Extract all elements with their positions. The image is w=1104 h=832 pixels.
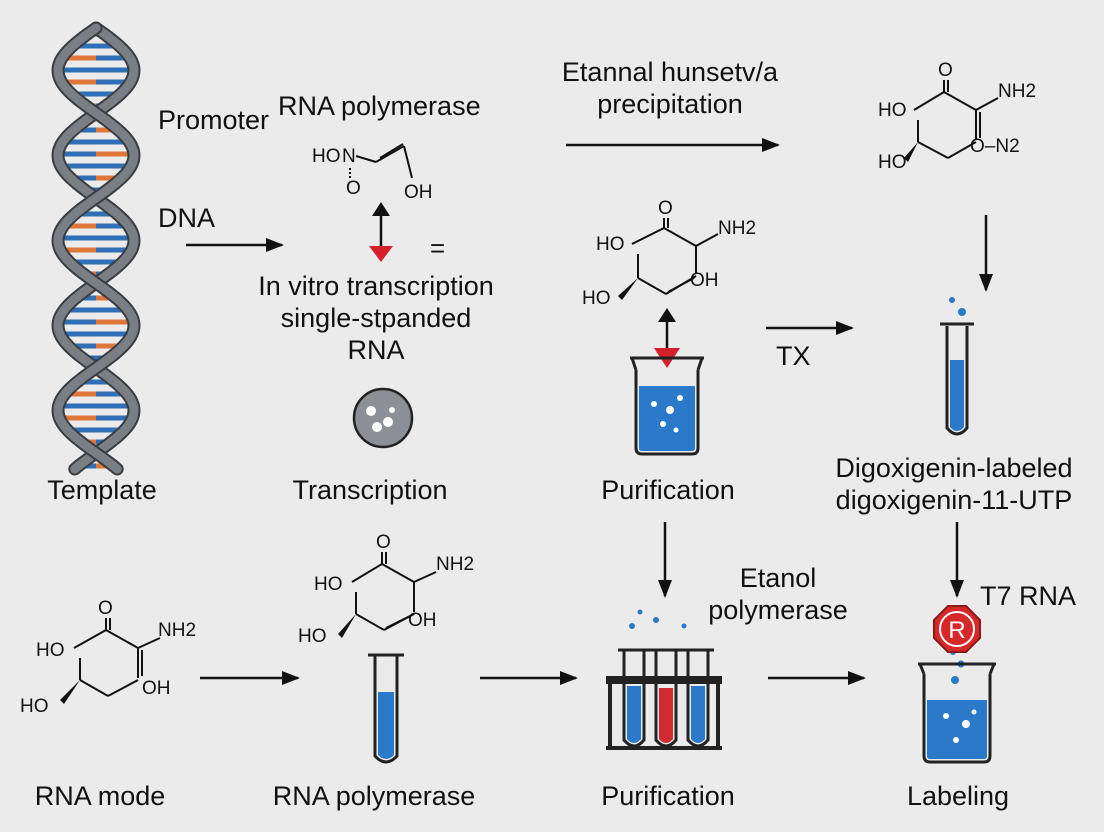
- rna-polymerase-bottom-label: RNA polymerase: [272, 781, 476, 811]
- svg-text:O: O: [938, 60, 953, 81]
- molecule-ring-bottom-mid-icon: O NH2 HO HO OH: [298, 532, 474, 647]
- precipitation-label-line-2: precipitation: [597, 89, 743, 119]
- template-label: Template: [47, 475, 157, 505]
- digoxigenin-label-line-2: digoxigenin-11-UTP: [835, 485, 1073, 515]
- transcription-label: Transcription: [292, 475, 448, 505]
- rna-mode-label: RNA mode: [34, 781, 166, 811]
- precipitation-label: Etannal hunsetv/a precipitation: [562, 56, 778, 120]
- svg-text:HO: HO: [878, 100, 907, 121]
- svg-text:O: O: [346, 178, 361, 199]
- svg-text:HO: HO: [312, 146, 341, 167]
- svg-text:NH2: NH2: [998, 81, 1036, 102]
- svg-text:OH: OH: [404, 182, 433, 203]
- svg-text:OH: OH: [690, 270, 719, 291]
- svg-text:HO: HO: [36, 640, 65, 661]
- test-tube-rack-icon: [606, 609, 722, 750]
- equals-sign: =: [430, 233, 446, 263]
- svg-text:HO: HO: [20, 696, 49, 717]
- svg-text:O: O: [658, 198, 673, 219]
- digoxigenin-label: Digoxigenin-labeled digoxigenin-11-UTP: [835, 452, 1072, 516]
- rna-polymerase-top-label: RNA polymerase: [278, 91, 481, 121]
- dna-helix-icon: [51, 21, 141, 476]
- labeling-beaker-icon: [918, 649, 996, 764]
- r-badge-icon: R: [933, 605, 981, 653]
- ivt-label-line-2: single-stpanded: [280, 303, 472, 333]
- svg-text:O–N2: O–N2: [970, 136, 1020, 157]
- promoter-label: Promoter: [158, 105, 270, 135]
- svg-text:HO: HO: [596, 234, 625, 255]
- svg-text:NH2: NH2: [436, 554, 474, 575]
- test-tube-bottom-icon: [368, 653, 404, 764]
- ivt-label: In vitro transcription single-stpanded R…: [258, 270, 494, 366]
- svg-text:HO: HO: [298, 626, 327, 647]
- svg-text:HO: HO: [314, 574, 343, 595]
- svg-text:R: R: [948, 617, 965, 644]
- dna-strand: [53, 23, 139, 474]
- test-tube-icon: [940, 297, 974, 436]
- beaker-icon: [630, 356, 704, 456]
- molecule-small-icon: HO N O OH: [312, 143, 433, 203]
- labeling-label: Labeling: [906, 781, 1010, 811]
- svg-text:HO: HO: [878, 152, 907, 173]
- svg-text:NH2: NH2: [158, 620, 196, 641]
- precipitation-label-line-1: Etannal hunsetv/a: [561, 57, 779, 87]
- molecule-ring-mid-icon: O NH2 HO HO OH: [582, 198, 756, 309]
- transcription-particle-icon: [352, 387, 414, 449]
- svg-text:OH: OH: [142, 678, 171, 699]
- svg-text:HO: HO: [582, 288, 611, 309]
- etanol-label-line-1: Etanol: [739, 563, 817, 593]
- dna-label: DNA: [158, 203, 216, 233]
- dna-strand: [53, 23, 139, 474]
- molecule-ring-bottom-left-icon: O NH2 HO HO OH: [20, 598, 196, 717]
- etanol-label-line-2: polymerase: [708, 595, 848, 625]
- t7-rna-label: T7 RNA: [980, 581, 1077, 611]
- etanol-label: Etanol polymerase: [708, 562, 848, 626]
- double-arrow-icon: [369, 202, 393, 262]
- arrows: [186, 138, 993, 685]
- svg-text:O: O: [376, 532, 391, 553]
- molecule-ring-top-right-icon: O NH2 HO HO O–N2: [878, 60, 1036, 173]
- digoxigenin-label-line-1: Digoxigenin-labeled: [835, 453, 1073, 483]
- purification-label: Purification: [601, 475, 735, 505]
- ivt-label-line-3: RNA: [347, 335, 405, 365]
- svg-text:O: O: [98, 598, 113, 619]
- svg-text:NH2: NH2: [718, 218, 756, 239]
- purification-bottom-label: Purification: [601, 781, 735, 811]
- svg-text:N: N: [342, 146, 356, 167]
- tx-label: TX: [776, 341, 811, 371]
- svg-text:OH: OH: [408, 610, 437, 631]
- ivt-label-line-1: In vitro transcription: [258, 271, 494, 301]
